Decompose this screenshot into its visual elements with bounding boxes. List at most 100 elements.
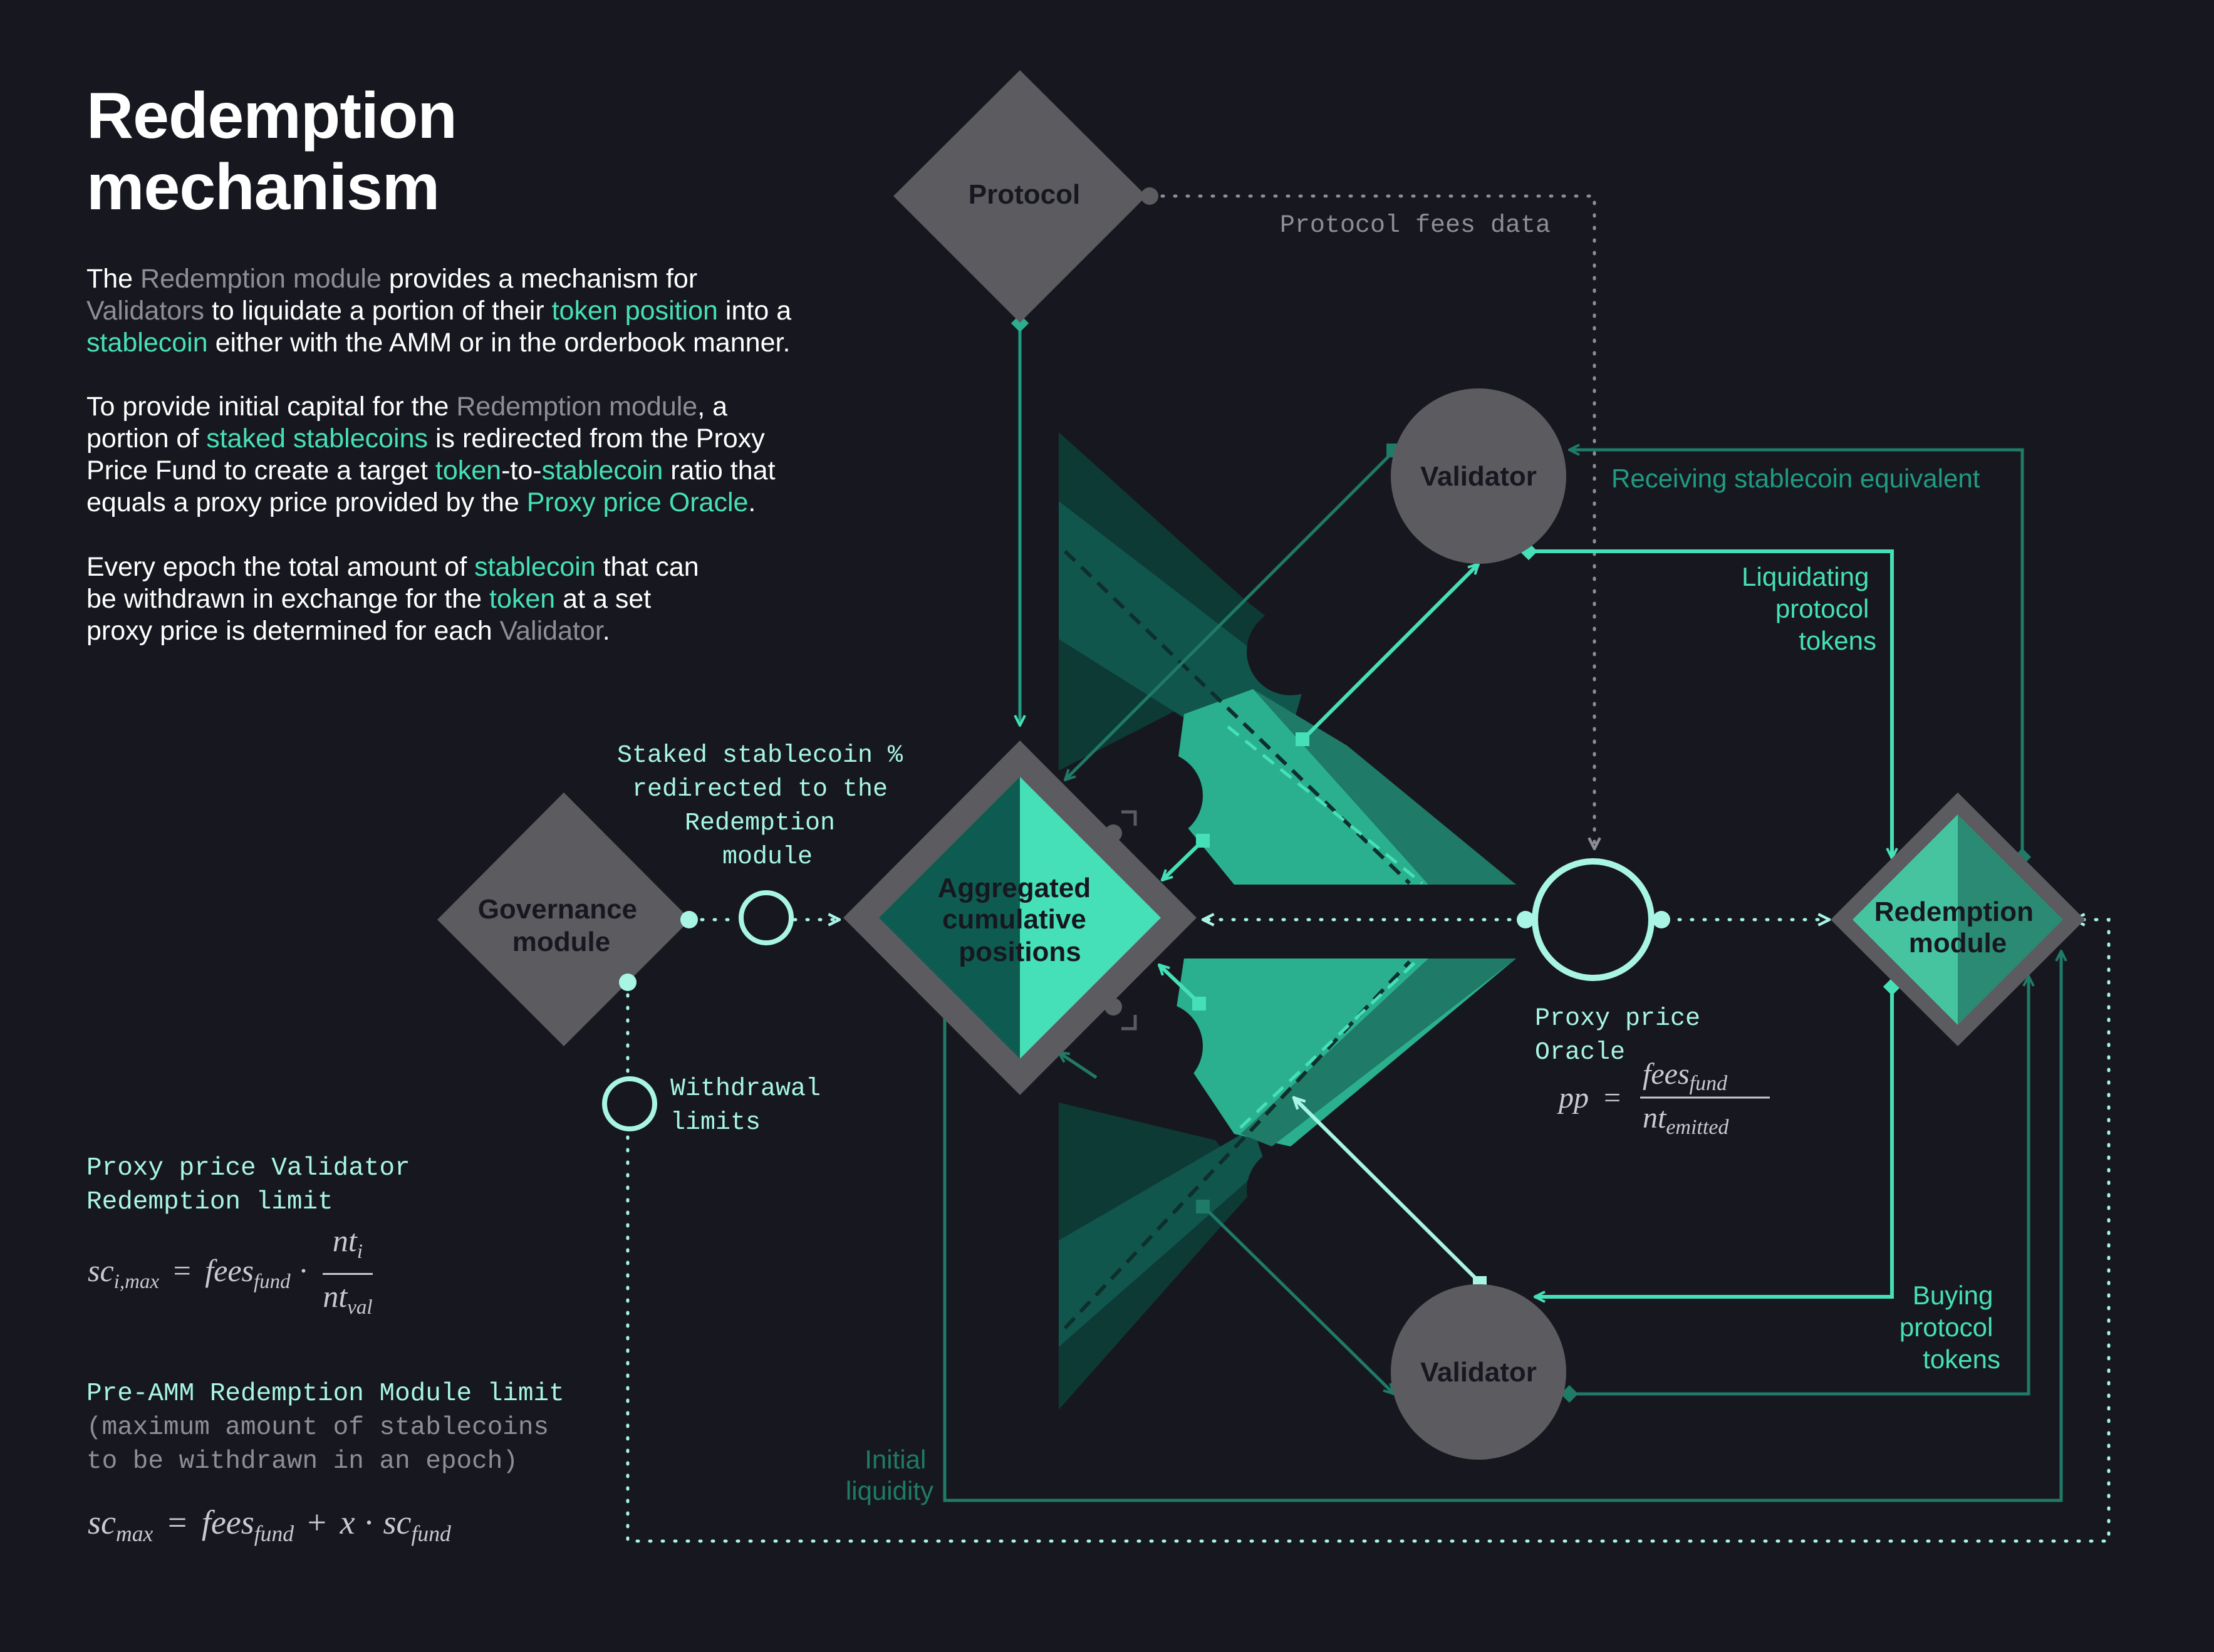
highlight-stablecoin: stablecoin (86, 328, 208, 358)
formula-sub: i,max (113, 1270, 160, 1293)
connections (626, 194, 2111, 1543)
liquidating-label-line: Liquidating (1742, 562, 1869, 591)
buying-label: Buying protocol tokens (1900, 1281, 2000, 1374)
funnel-upper-light2 (1253, 689, 1516, 885)
withdrawal-label: Withdrawal limits (670, 1075, 836, 1137)
funnel-notch (1247, 1146, 1334, 1234)
formula-dot: · (363, 1504, 375, 1541)
initial-liquidity-line: liquidity (846, 1476, 933, 1505)
funnel-dashed-line (1239, 960, 1417, 1129)
formula-term: sc (383, 1504, 412, 1541)
module-limit-note: (maximum amount of stablecoins (86, 1413, 549, 1442)
withdrawal-label-line: Withdrawal (670, 1075, 821, 1103)
aggregated-label-line: cumulative (942, 904, 1086, 935)
text: portion of (86, 423, 207, 454)
redemption-left-half (1853, 814, 1958, 1025)
text: provides a mechanism for (381, 264, 698, 294)
staked-label-line: Redemption (685, 809, 835, 838)
funnel-dashed-line (1063, 960, 1411, 1330)
withdrawal-label-line: limits (670, 1109, 761, 1137)
corner-mark (1121, 1015, 1137, 1031)
highlight-staked-stablecoins: staked stablecoins (206, 423, 428, 454)
text: proxy price is determined for each (86, 616, 500, 646)
funnel-lower-light2 (1240, 958, 1516, 1146)
formula-eq: = (1604, 1081, 1621, 1114)
connector-square (1196, 1200, 1210, 1213)
formula-den: nt (323, 1279, 348, 1314)
connector-square (1196, 834, 1210, 848)
validator-limit-title: Proxy price Validator Redemption limit (86, 1151, 410, 1219)
funnel-channel (1184, 885, 1554, 958)
liquidating-label-line: tokens (1799, 626, 1876, 655)
staked-label-line: redirected to the (632, 776, 888, 804)
funnel-dashed-line (1227, 725, 1423, 885)
protocol-port (1141, 187, 1158, 205)
funnel-notch (1115, 1002, 1203, 1090)
protocol-node[interactable] (893, 70, 1146, 323)
module-limit-block: Pre-AMM Redemption Module limit (maximum… (86, 1377, 564, 1478)
module-limit-note: to be withdrawn in an epoch) (86, 1447, 518, 1476)
connector-square (1011, 314, 1029, 333)
aggregated-label: Aggregated cumulative positions (938, 873, 1099, 967)
oracle-label: Proxy price Oracle (1535, 1005, 1715, 1067)
liquidating-label-line: protocol (1775, 594, 1869, 623)
protocol-fees-label: Protocol fees data (1280, 212, 1551, 240)
text: . (602, 616, 610, 646)
position-to-validator-top (1301, 564, 1479, 741)
highlight-stablecoin: stablecoin (474, 552, 596, 582)
formula-term: fees (205, 1252, 254, 1288)
highlight-token: token (435, 455, 502, 486)
oracle-label-line: Oracle (1535, 1039, 1625, 1067)
intro-paragraph-2: To provide initial capital for the Redem… (86, 391, 776, 519)
intro-paragraph-1: The Redemption module provides a mechani… (86, 263, 791, 359)
aggregated-port (1104, 998, 1122, 1016)
formula-sub: emitted (1666, 1116, 1729, 1139)
oracle-formula-lhs: pp = (1557, 1081, 1621, 1114)
highlight-stablecoin: stablecoin (541, 455, 663, 486)
text: , a (697, 392, 728, 422)
text: . (748, 487, 756, 517)
validator-bottom-to-position (1294, 1098, 1482, 1284)
oracle-formula-den: ntemitted (1643, 1101, 1729, 1139)
formula-term: pp (1557, 1081, 1589, 1114)
text: be withdrawn in exchange for the (86, 584, 490, 614)
formula-num: nt (332, 1223, 357, 1258)
title-line-1: Redemption (86, 80, 457, 152)
formula-sub: val (347, 1296, 373, 1319)
corner-mark (1121, 810, 1137, 826)
withdrawal-node[interactable] (602, 1076, 657, 1131)
highlight-redemption-module: Redemption module (456, 392, 698, 422)
text: to liquidate a portion of their (204, 296, 552, 326)
receiving-label: Receiving stablecoin equivalent (1611, 464, 1980, 493)
redemption-label-line: module (1909, 928, 2007, 958)
oracle-node[interactable] (1532, 858, 1655, 981)
formula-sub: fund (254, 1270, 291, 1293)
liquidating-line (1529, 549, 1892, 858)
validator-top-node[interactable] (1391, 388, 1566, 564)
buying-label-line: tokens (1923, 1344, 2000, 1374)
formula-term: x (340, 1504, 355, 1541)
module-limit-title: Pre-AMM Redemption Module limit (86, 1379, 564, 1408)
aggregated-label-line: positions (959, 937, 1081, 967)
validator-limit-formula: sci,max = feesfund · nti ntval (88, 1222, 373, 1326)
buying-label-line: Buying (1913, 1281, 1993, 1310)
text: equals a proxy price provided by the (86, 487, 527, 517)
text: Every epoch the total amount of (86, 552, 475, 582)
governance-port (619, 974, 637, 991)
governance-label: Governance module (478, 894, 645, 957)
formula-eq: = (167, 1504, 187, 1541)
text: ratio that (663, 455, 776, 486)
formula-num: fees (1643, 1057, 1690, 1091)
staked-label: Staked stablecoin % redirected to the Re… (617, 742, 918, 871)
title-line-2: mechanism (86, 151, 440, 224)
connector-square (1296, 732, 1309, 746)
intro-paragraph-3: Every epoch the total amount of stableco… (86, 551, 699, 647)
validator-top-label: Validator (1420, 461, 1537, 492)
validator-bottom-node[interactable] (1391, 1284, 1566, 1460)
staked-node[interactable] (739, 890, 794, 945)
validator-bottom-label: Validator (1420, 1357, 1537, 1388)
withdrawal-to-redemption (626, 920, 2111, 1543)
funnel-shapes (1059, 432, 1554, 1410)
highlight-validators: Validators (86, 296, 205, 326)
highlight-token: token (489, 584, 556, 614)
